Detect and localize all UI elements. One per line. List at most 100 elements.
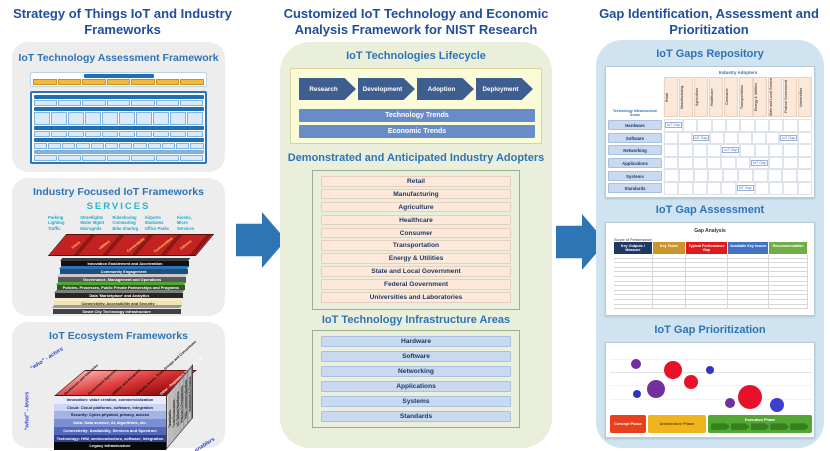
cube-side-label: R&D, commercialization [183,372,188,427]
matrix-cell [664,156,679,170]
matrix-cell [710,131,725,145]
lifecycle-stage-arrow: Research [299,78,356,100]
table-band [33,125,204,130]
assessment-empty-row [614,254,808,259]
table-cell [101,111,118,125]
table-cell [155,99,180,106]
infrastructure-row: Standards [321,411,511,422]
service-line: Stadiums [144,220,164,226]
table-cell [170,130,187,137]
table-cell [136,130,153,137]
cube-side-label: IoT Skilled Workforce [175,382,180,437]
matrix-column-header: Universities [798,77,813,117]
cube-front-row: Security: Cyber-physical, privacy, acces… [54,411,166,420]
matrix-cell [782,169,798,182]
services-label: SERVICES [86,201,151,212]
table-band [33,106,204,111]
assessment-empty-cell [769,286,808,291]
adopter-row: Transportation [321,240,511,252]
gap-bubble [633,390,641,398]
gap-bubble [770,398,784,412]
table-cell [104,142,118,149]
matrix-cell [797,119,813,132]
matrix-cell: IoT Gap [779,131,799,145]
matrix-cell [664,169,679,182]
table-cell [153,111,170,125]
assessment-empty-cell [769,304,808,310]
gap-entry: IoT Gap [780,134,798,141]
execution-arrow-icon [711,423,730,430]
cube-front-row: Data: Data science, AI, algorithms, etc. [54,419,166,427]
matrix-column-header: Transportation [738,77,753,117]
phase-label: Concept Phase [614,421,642,426]
what-levers-label: “what” - levers [24,391,31,431]
cube-side-label: Standards [167,391,172,447]
assessment-empty-cell [685,295,729,300]
layer-label-bar: Data 'Marketplace' and Analytics [55,292,184,298]
matrix-row-label: Networking [608,145,662,156]
adopter-row: Retail [321,176,511,187]
table-cell [161,142,175,149]
matrix-cell [708,169,724,182]
assessment-empty-cell [652,286,686,291]
layer-label-bar: Innovation Enablement and Acceleration [61,261,189,267]
segment-cell [57,79,82,85]
left-to-middle-arrow-icon [236,212,286,268]
assessment-empty-cell [614,304,653,310]
matrix-row-label: Applications [608,158,662,169]
assessment-empty-cell [685,290,729,296]
phase-bar: Architecture Phase [648,415,706,433]
panel-industry-focused-frameworks: Industry Focused IoT Frameworks SERVICES… [12,178,225,316]
infra-title: IoT Technology Infrastructure Areas [321,314,511,326]
gap-entry: IoT Gap [751,160,768,167]
matrix-column-header: State and Local Government [768,77,783,117]
assessment-empty-row [614,276,808,282]
table-cell [180,99,204,106]
assessment-empty-cell [685,258,729,264]
matrix-cell: IoT Gap [664,119,683,132]
matrix-cell: IoT Gap [735,182,755,195]
service-line: Microgrids [80,225,102,231]
assessment-title: IoT Gap Assessment [655,204,765,216]
assessment-empty-cell [728,272,770,277]
matrix-cell [768,156,784,170]
matrix-cell [678,156,693,170]
table-cell [118,111,136,125]
table-cell [131,154,155,161]
cube-front-row: Legacy Infrastructure [54,442,166,451]
table-cell [33,99,57,106]
gap-assessment-card: Gap Analysis Scope of Performance Key Ou… [605,222,815,316]
matrix-cell [723,169,738,182]
matrix-row-label: Software [608,132,662,143]
matrix-cell [678,169,694,182]
service-line: Parking [48,215,64,220]
cube-front-face: Innovation: value creation, commercializ… [54,396,166,451]
table-cell [155,154,180,161]
assessment-empty-cell [769,281,808,287]
repository-title: IoT Gaps Repository [656,48,764,60]
matrix-cell [735,156,751,170]
table-cell [50,130,67,137]
adopter-row: Healthcare [321,214,511,226]
bubble-chart [610,346,812,412]
matrix-cell [798,131,812,145]
assessment-empty-cell [652,263,686,268]
execution-arrow-icon [730,423,750,430]
assessment-empty-rows [614,254,808,310]
assessment-empty-cell [652,281,686,287]
matrix-cell [751,131,766,145]
gap-bubble [647,380,665,398]
who-actors-label: “who” - actors [29,346,65,372]
assessment-empty-cell [728,267,770,273]
gap-bubble [631,359,641,369]
